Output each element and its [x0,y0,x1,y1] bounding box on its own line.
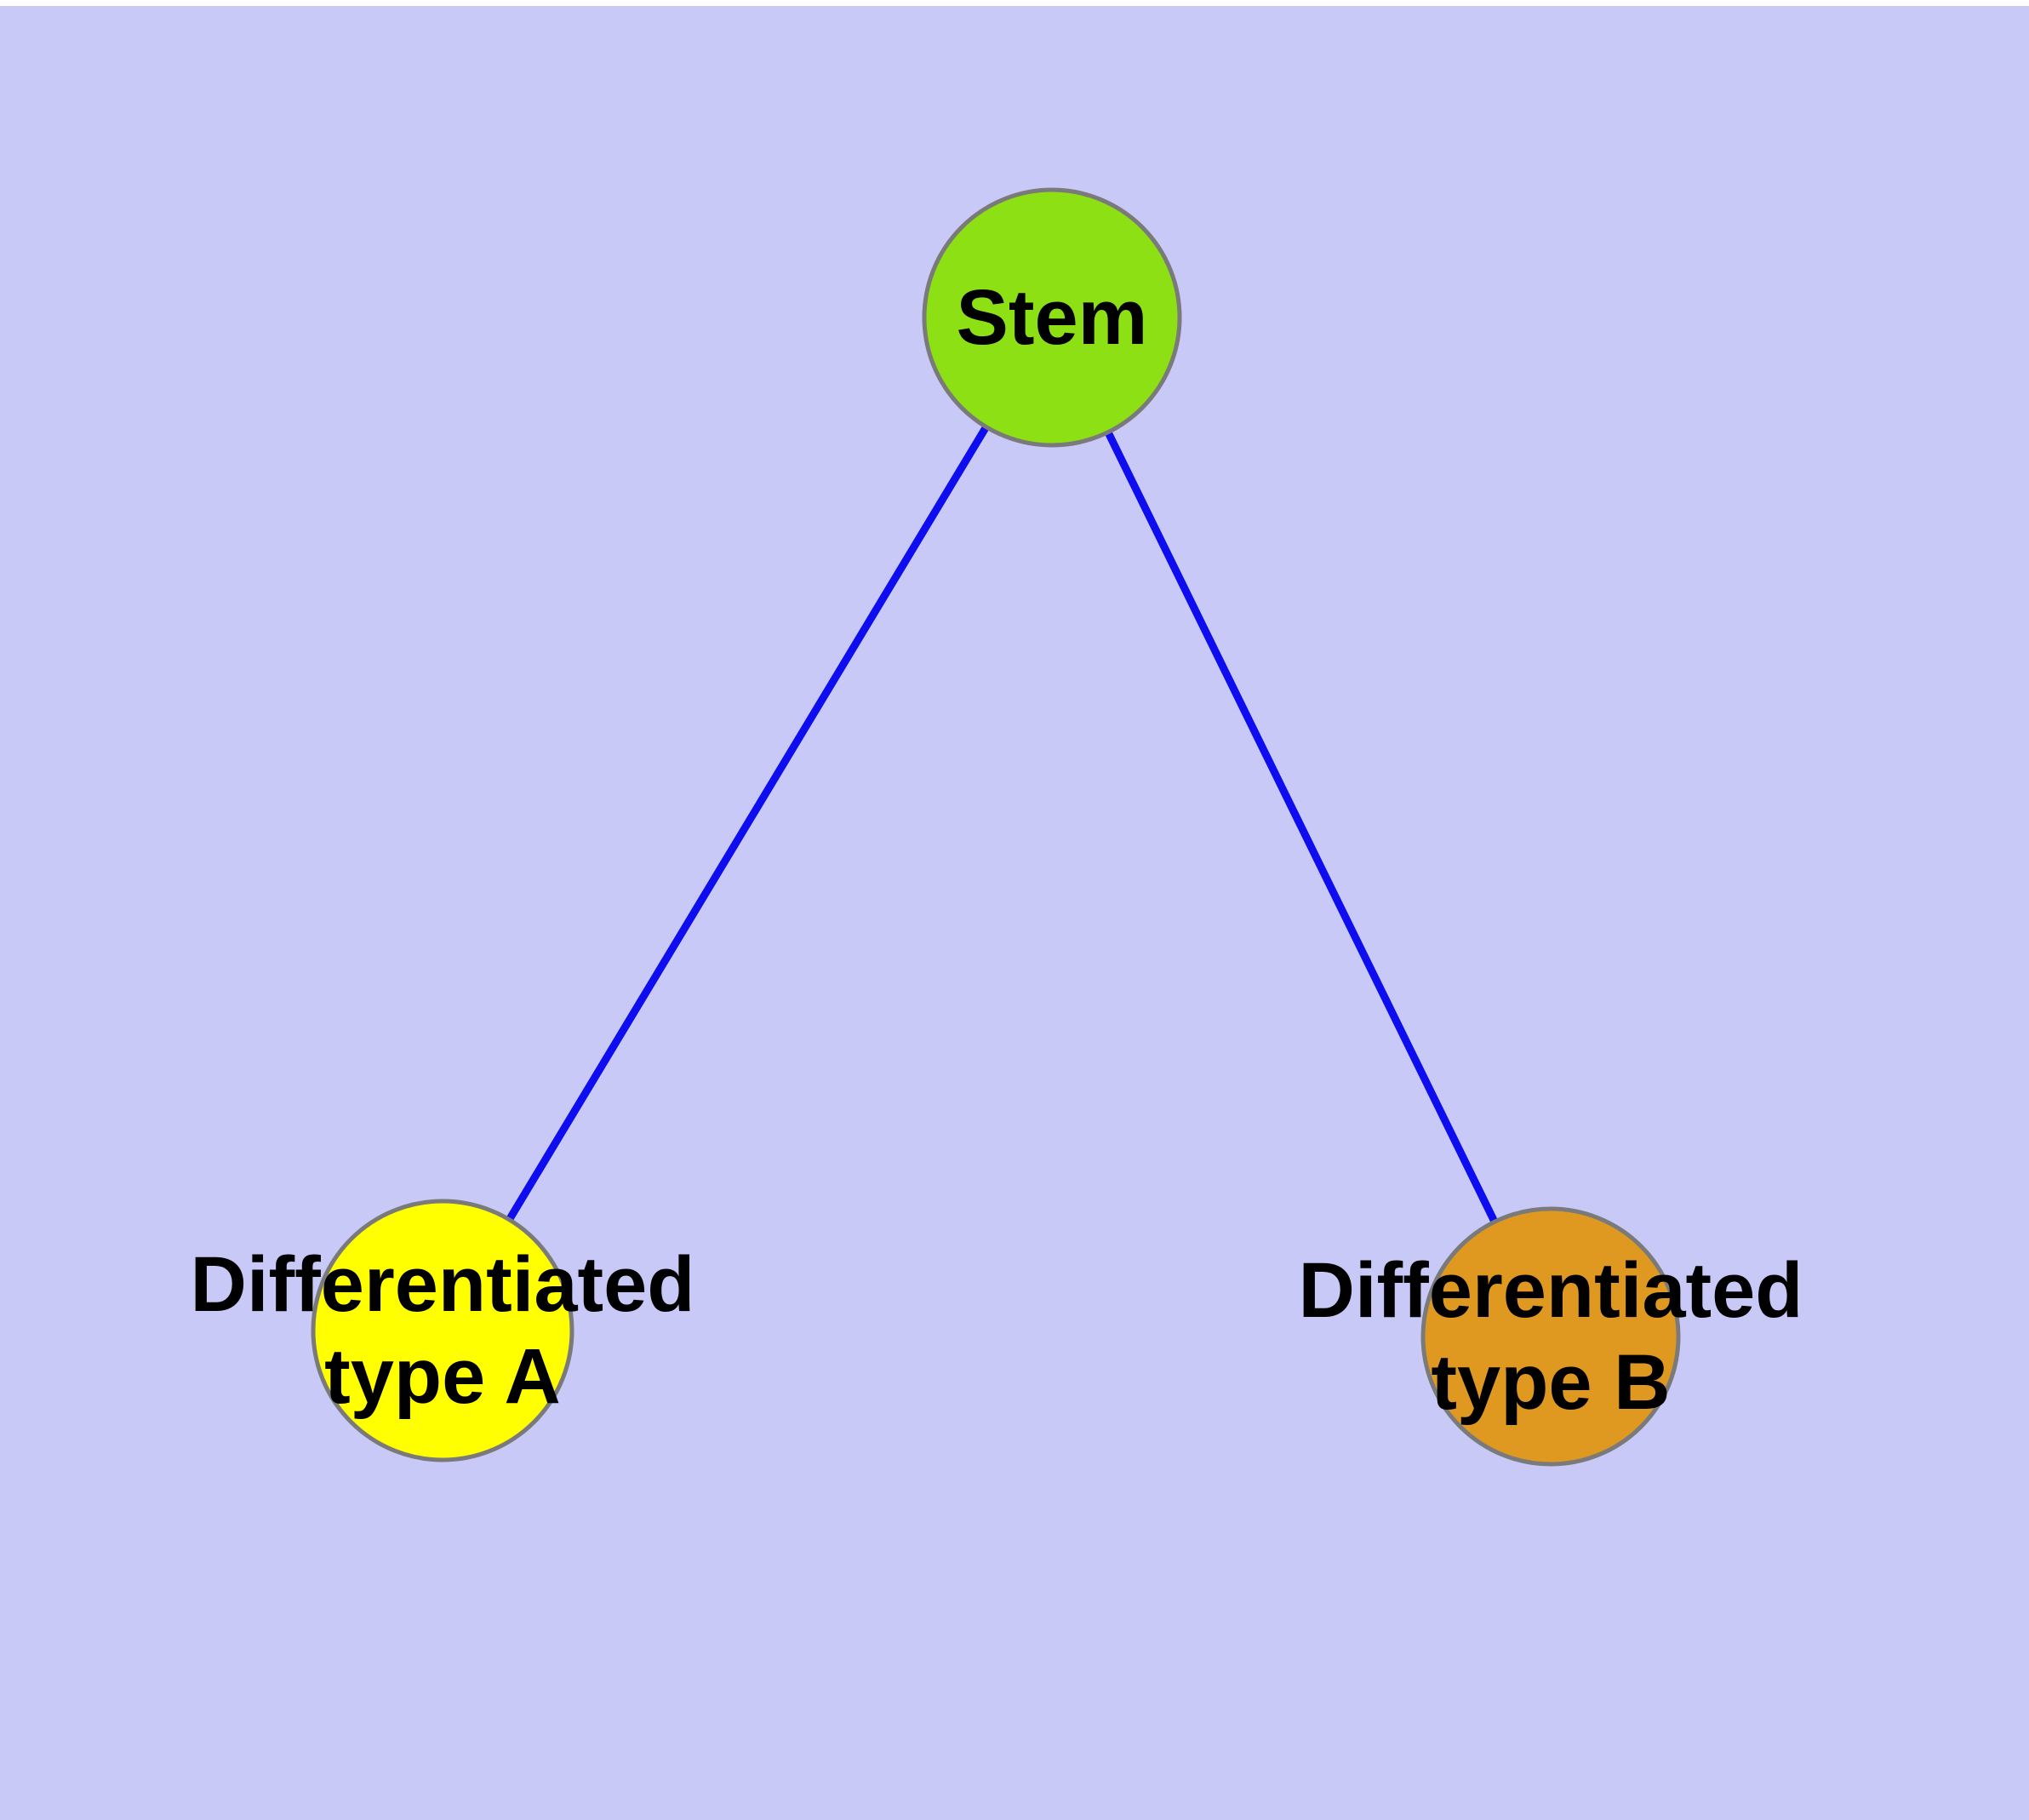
nodes-layer [311,187,1681,1467]
edge-stem-to-differentiated-type-b [1048,316,1555,1338]
node-label-differentiated-type-a-line-1: Differentiated [191,1241,695,1328]
edge-stem-to-differentiated-type-a [439,315,1055,1333]
node-label-differentiated-type-b-line-2: type B [1431,1339,1670,1426]
node-label-differentiated-type-b-line-1: Differentiated [1299,1247,1803,1334]
edges-layer [439,315,1555,1338]
figure-top-margin [0,0,2029,6]
node-label-stem-line-1: Stem [957,274,1148,361]
node-stem [922,187,1182,448]
node-differentiated-type-b [1420,1206,1681,1467]
node-label-differentiated-type-a-line-2: type A [324,1333,561,1420]
node-differentiated-type-a [311,1199,574,1462]
